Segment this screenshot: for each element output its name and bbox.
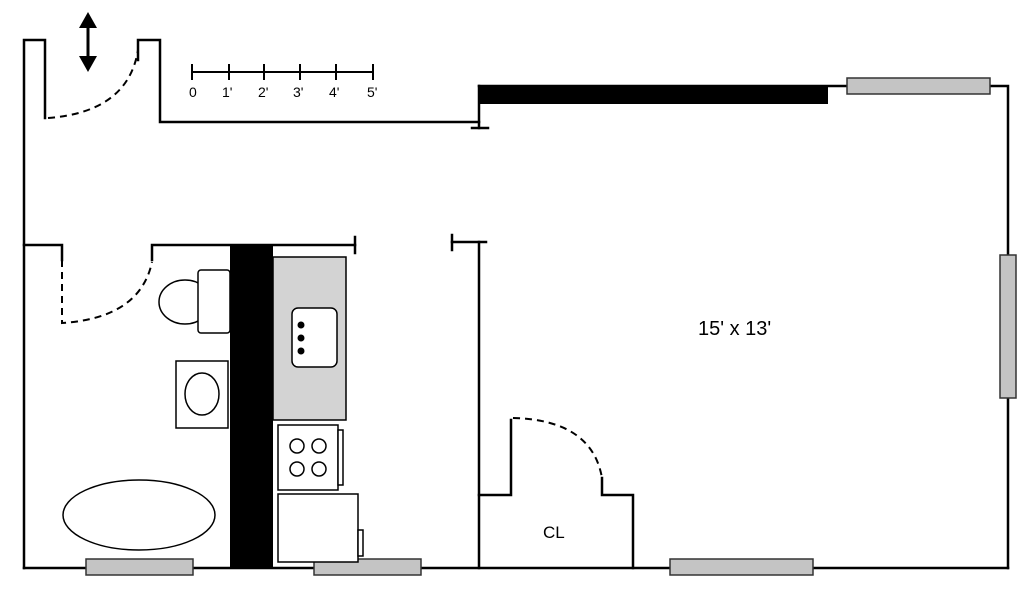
window-bottom-main <box>669 558 814 576</box>
refrigerator-icon <box>277 493 364 563</box>
scale-label-4: 4' <box>329 84 339 100</box>
window-bottom-kitchen <box>313 558 422 576</box>
scale-label-5: 5' <box>367 84 377 100</box>
window-top-right <box>846 77 991 95</box>
scale-bar: 0 1' 2' 3' 4' 5' <box>189 64 377 100</box>
scale-label-0: 0 <box>189 84 197 100</box>
bathroom-door-swing[interactable] <box>61 260 153 325</box>
interior-walls <box>22 233 635 570</box>
main-room-dimensions: 15' x 13' <box>698 318 771 340</box>
stove-icon <box>277 424 344 491</box>
top-wall-header <box>478 86 828 104</box>
kitchen-sink-icon <box>291 307 338 368</box>
entry-arrow-icon <box>79 12 97 72</box>
window-bottom-bath <box>85 558 194 576</box>
scale-label-2: 2' <box>258 84 268 100</box>
chase-wall <box>230 246 273 568</box>
closet-label: CL <box>543 523 565 542</box>
bathtub-icon <box>62 479 216 551</box>
sink-icon <box>175 360 229 429</box>
scale-label-1: 1' <box>222 84 232 100</box>
scale-label-3: 3' <box>293 84 303 100</box>
entry-door-swing[interactable] <box>47 49 139 119</box>
toilet-icon <box>158 269 231 334</box>
window-right <box>999 254 1017 399</box>
closet-door-swing[interactable] <box>512 417 603 479</box>
